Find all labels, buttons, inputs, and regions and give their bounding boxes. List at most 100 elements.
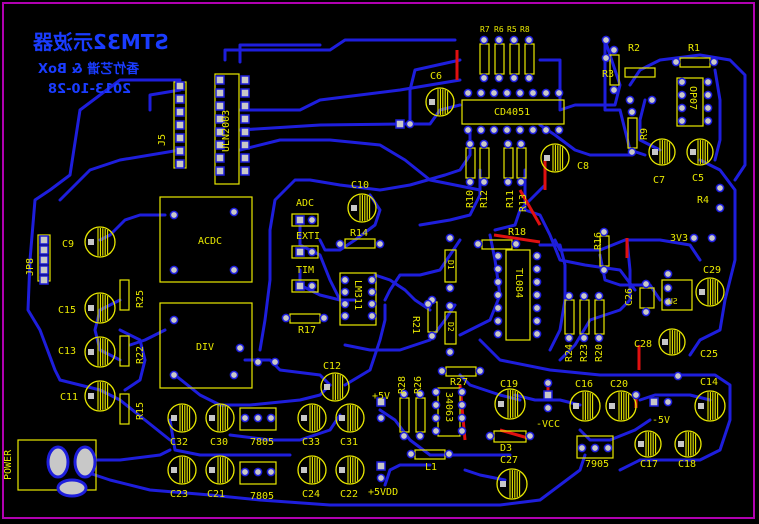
label-3v3: 3V3: [670, 233, 689, 244]
electrolytic-capacitor: [674, 430, 702, 458]
pad: [240, 467, 250, 477]
pad: [594, 333, 604, 343]
pad: [554, 88, 564, 98]
label-c21: C21: [207, 489, 226, 500]
pad: [175, 120, 185, 130]
pad: [511, 239, 521, 249]
pad: [503, 177, 513, 187]
label-jp8: JP8: [25, 257, 36, 276]
pad: [281, 313, 291, 323]
pad: [457, 387, 467, 397]
label-r7: R7: [480, 25, 490, 34]
label-r20: R20: [594, 343, 605, 362]
pads: [39, 35, 725, 483]
pad: [663, 283, 673, 293]
pad: [663, 269, 673, 279]
label-r14: R14: [350, 228, 369, 239]
pad: [39, 235, 49, 245]
pad: [457, 426, 467, 436]
pad: [489, 88, 499, 98]
pad: [445, 347, 455, 357]
pad: [715, 183, 725, 193]
electrolytic-capacitor: [297, 403, 327, 433]
pad: [266, 467, 276, 477]
pad: [175, 107, 185, 117]
pad: [367, 299, 377, 309]
pad: [516, 139, 526, 149]
pad: [376, 461, 386, 471]
label-exti: EXTI: [296, 231, 321, 242]
electrolytic-capacitor: [320, 372, 350, 402]
pad: [627, 147, 637, 157]
pad: [554, 125, 564, 135]
pad: [266, 413, 276, 423]
pad: [405, 119, 415, 129]
pad: [431, 426, 441, 436]
label-c15: C15: [58, 305, 77, 316]
pad: [229, 265, 239, 275]
electrolytic-capacitor: [84, 292, 116, 324]
pad: [240, 153, 250, 163]
pad: [524, 73, 534, 83]
label-c31: C31: [340, 437, 359, 448]
pad: [594, 291, 604, 301]
pad: [376, 413, 386, 423]
label-r10: R10: [465, 189, 476, 208]
pad: [493, 316, 503, 326]
board-title: STM32示波器: [33, 30, 169, 54]
pad: [503, 139, 513, 149]
pad: [532, 264, 542, 274]
pad: [647, 95, 657, 105]
pad: [473, 239, 483, 249]
pad: [509, 73, 519, 83]
label-34063: 34063: [443, 392, 454, 423]
label-c5: C5: [692, 173, 705, 184]
pad: [502, 125, 512, 135]
pad: [625, 95, 635, 105]
electrolytic-capacitor: [167, 403, 197, 433]
pad: [579, 291, 589, 301]
pad: [463, 125, 473, 135]
pad: [493, 264, 503, 274]
pad: [543, 403, 553, 413]
board-outline: [2, 2, 755, 519]
label-vcc-neg: -VCC: [536, 419, 561, 430]
label-c26: C26: [624, 287, 635, 306]
pad: [335, 239, 345, 249]
label-su: SU: [668, 297, 678, 306]
pad: [175, 81, 185, 91]
pad: [479, 73, 489, 83]
pad: [564, 333, 574, 343]
pad: [39, 255, 49, 265]
pad: [707, 233, 717, 243]
pad: [295, 281, 305, 291]
pad: [515, 88, 525, 98]
electrolytic-capacitor: [205, 403, 235, 433]
pad: [375, 239, 385, 249]
label-tim: TIM: [296, 265, 315, 276]
board-author: 香竹艺谱 & BoX: [38, 62, 140, 77]
electrolytic-capacitor: [335, 403, 365, 433]
pad: [240, 140, 250, 150]
pad: [229, 370, 239, 380]
electrolytic-capacitor: [425, 87, 455, 117]
pad: [340, 311, 350, 321]
pad: [367, 275, 377, 285]
label-lm311: LM311: [352, 280, 363, 311]
electrolytic-capacitor: [648, 138, 676, 166]
pad: [663, 397, 673, 407]
pad: [253, 357, 263, 367]
pad: [609, 85, 619, 95]
label-c14: C14: [700, 377, 719, 388]
electrolytic-capacitor: [347, 193, 377, 223]
pad: [437, 366, 447, 376]
label-tl084: TL084: [513, 268, 524, 299]
pad: [601, 53, 611, 63]
pad: [169, 315, 179, 325]
pad: [703, 116, 713, 126]
pad: [524, 35, 534, 45]
pad: [599, 265, 609, 275]
label-uln2003: ULN2003: [221, 109, 232, 152]
label-r23: R23: [579, 343, 590, 362]
